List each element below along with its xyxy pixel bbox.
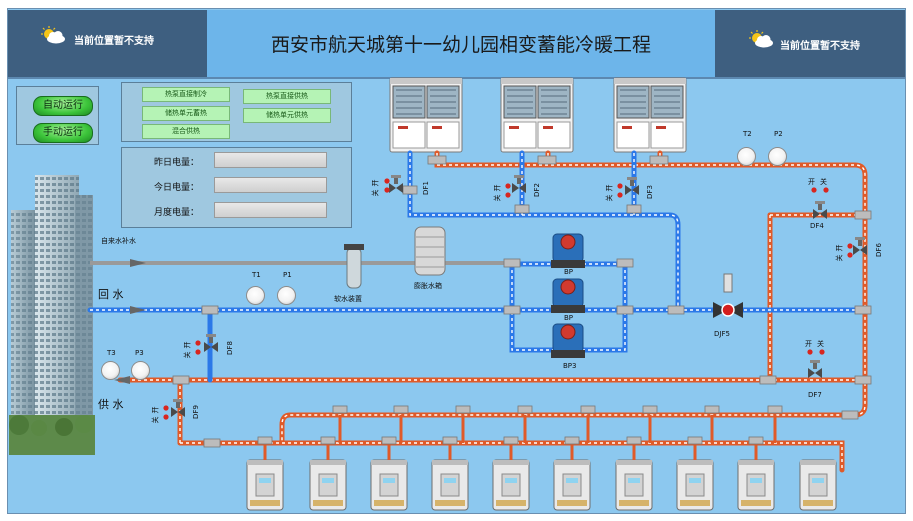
month-energy-value [214, 202, 327, 218]
df3-close-label: 关 [605, 194, 614, 202]
df2-label: DF2 [532, 183, 541, 197]
df6-close-label: 关 [835, 254, 844, 262]
t3-label: T3 [107, 349, 116, 357]
df3-label: DF3 [645, 185, 654, 199]
df1-open-label: 开 [371, 179, 380, 187]
heat-pump-2[interactable] [500, 77, 574, 153]
t2-gauge[interactable] [737, 147, 756, 166]
t3-gauge[interactable] [101, 361, 120, 380]
df2-open-label: 开 [493, 184, 502, 192]
heat-pump-1[interactable] [389, 77, 463, 153]
df6-open-label: 开 [835, 244, 844, 252]
df7-open-label: 开 [805, 340, 812, 348]
df1-label: DF1 [421, 181, 430, 195]
weather-icon [41, 26, 65, 44]
pump-1[interactable] [550, 233, 586, 269]
mode-mixed-supply-button[interactable]: 混合供热 [142, 124, 230, 139]
supply-water-label: 供 水 [98, 398, 124, 411]
mode-heat-pump-cool-button[interactable]: 热泵直接制冷 [142, 87, 230, 102]
mode-storage-supply-button[interactable]: 储热单元供热 [243, 108, 331, 123]
df4-open-label: 开 [808, 178, 815, 186]
t1-label: T1 [252, 271, 261, 279]
p3-label: P3 [135, 349, 144, 357]
df9-open-label: 开 [151, 406, 160, 414]
df4-label: DF4 [810, 222, 824, 230]
manual-run-button[interactable]: 手动运行 [33, 123, 93, 143]
df7-close-label: 关 [817, 340, 824, 348]
softener-label: 软水装置 [334, 295, 362, 303]
mode-storage-store-button[interactable]: 储热单元蓄热 [142, 106, 230, 121]
p1-gauge[interactable] [277, 286, 296, 305]
df8-open-label: 开 [183, 341, 192, 349]
p2-gauge[interactable] [768, 147, 787, 166]
df3-open-label: 开 [605, 184, 614, 192]
df9-close-label: 关 [151, 416, 160, 424]
df6-label: DF6 [874, 243, 883, 257]
df1-valve[interactable] [389, 175, 403, 193]
pump-3-label: BP3 [563, 362, 577, 370]
heat-pump-3[interactable] [613, 77, 687, 153]
month-energy-label: 月度电量： [153, 208, 199, 218]
location-status-left: 当前位置暂不支持 [74, 36, 154, 47]
return-water-label: 回 水 [98, 288, 124, 301]
df2-close-label: 关 [493, 194, 502, 202]
df1-close-label: 关 [371, 189, 380, 197]
df9-label: DF9 [191, 405, 200, 419]
pump-2[interactable] [550, 278, 586, 314]
pump-3[interactable] [550, 323, 586, 359]
header-title-panel [207, 10, 715, 77]
djf5-label: DJF5 [714, 330, 730, 338]
t2-label: T2 [743, 130, 752, 138]
softener-icon [344, 244, 364, 289]
storage-units [246, 459, 837, 511]
location-status-right: 当前位置暂不支持 [780, 41, 860, 52]
djf5-valve[interactable] [713, 273, 743, 318]
df8-label: DF8 [225, 341, 234, 355]
yesterday-energy-value [214, 152, 327, 168]
building-icon [9, 175, 95, 455]
expansion-tank-label: 膨胀水箱 [414, 282, 442, 290]
weather-icon [749, 30, 773, 48]
header-left-panel [8, 10, 207, 77]
auto-run-button[interactable]: 自动运行 [33, 96, 93, 116]
header-right-panel [715, 10, 905, 77]
page-title: 西安市航天城第十一幼儿园相变蓄能冷暖工程 [270, 34, 651, 56]
pump-2-label: BP [564, 314, 574, 322]
pump-1-label: BP [564, 268, 574, 276]
mode-heat-pump-heat-button[interactable]: 热泵直接供热 [243, 89, 331, 104]
expansion-tank-icon [414, 226, 446, 276]
df8-close-label: 关 [183, 351, 192, 359]
t1-gauge[interactable] [246, 286, 265, 305]
p1-label: P1 [283, 271, 292, 279]
today-energy-value [214, 177, 327, 193]
df7-label: DF7 [808, 391, 822, 399]
p3-gauge[interactable] [131, 361, 150, 380]
p2-label: P2 [774, 130, 783, 138]
yesterday-energy-label: 昨日电量： [153, 158, 199, 168]
df7-valve[interactable] [808, 360, 822, 378]
df4-close-label: 关 [820, 178, 827, 186]
make-up-water-label: 自来水补水 [101, 237, 136, 245]
today-energy-label: 今日电量： [153, 183, 199, 193]
